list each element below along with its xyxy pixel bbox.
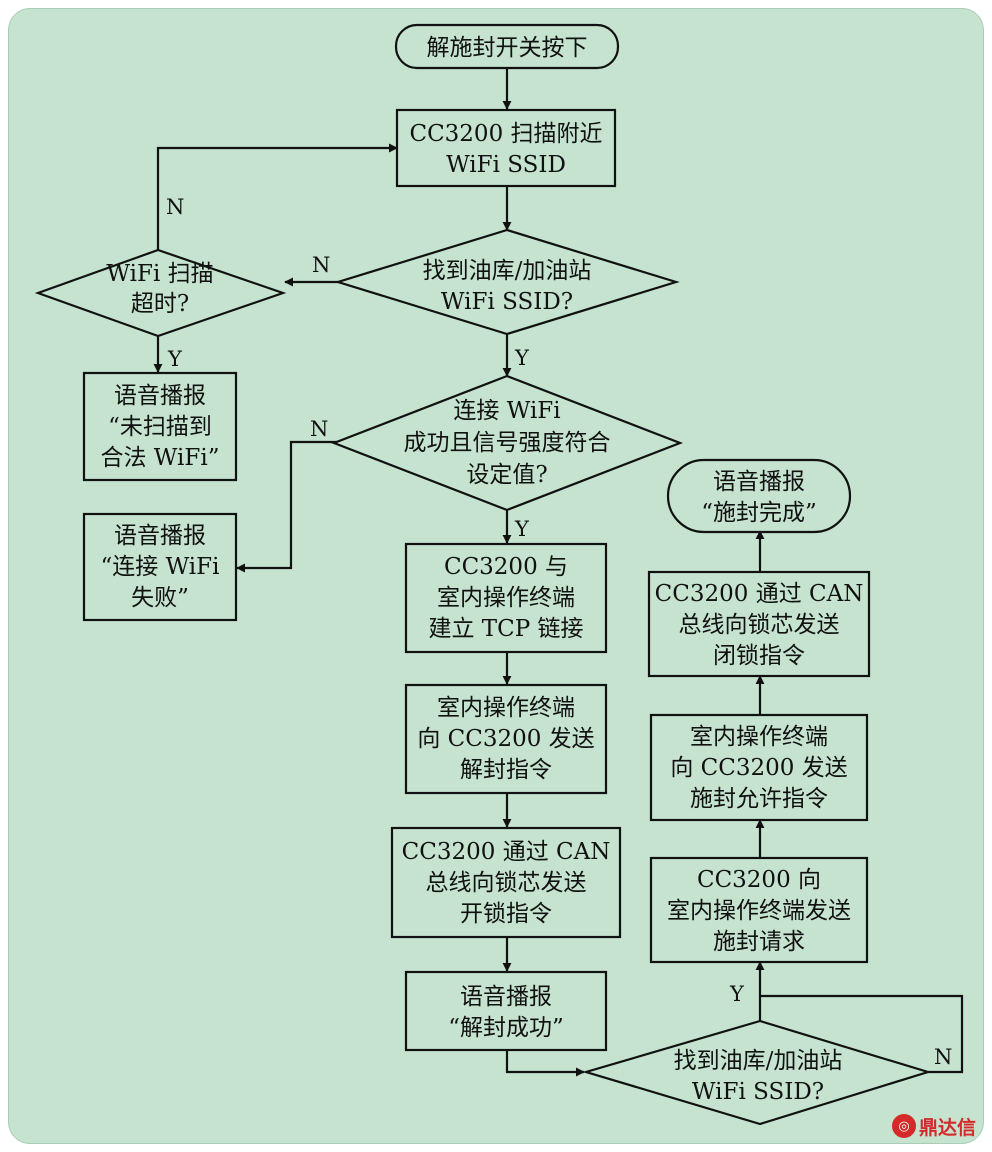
seal-permit-line2: 向 CC3200 发送 bbox=[670, 755, 847, 781]
start-node: 解施封开关按下 bbox=[394, 23, 620, 70]
voice-unseal-ok-process: 语音播报 “解封成功” bbox=[404, 970, 608, 1052]
label-no-connect: N bbox=[310, 417, 328, 441]
seal-permit-line1: 室内操作终端 bbox=[690, 724, 828, 750]
tcp-text-line3: 建立 TCP 链接 bbox=[428, 616, 583, 642]
find-ssid-decision-2: 找到油库/加油站 WiFi SSID? bbox=[582, 1019, 932, 1126]
unlock-text-line3: 开锁指令 bbox=[460, 901, 552, 927]
seal-request-line2: 室内操作终端发送 bbox=[667, 898, 851, 924]
lock-text-line1: CC3200 通过 CAN bbox=[655, 581, 864, 607]
label-no-find2: N bbox=[934, 1045, 952, 1069]
voice-connect-fail-line1: 语音播报 bbox=[114, 523, 206, 549]
seal-request-process: CC3200 向 室内操作终端发送 施封请求 bbox=[649, 856, 869, 964]
voice-unseal-ok-line2: “解封成功” bbox=[448, 1015, 564, 1041]
seal-permit-process: 室内操作终端 向 CC3200 发送 施封允许指令 bbox=[649, 713, 869, 822]
send-unseal-line2: 向 CC3200 发送 bbox=[417, 726, 594, 752]
scan-text-line2: WiFi SSID bbox=[446, 152, 566, 178]
seal-request-line1: CC3200 向 bbox=[697, 867, 821, 893]
seal-permit-line3: 施封允许指令 bbox=[690, 786, 828, 812]
end-text-line1: 语音播报 bbox=[713, 469, 805, 495]
seal-request-line3: 施封请求 bbox=[713, 929, 805, 955]
find2-text-line1: 找到油库/加油站 bbox=[674, 1048, 843, 1074]
lock-text-line3: 闭锁指令 bbox=[713, 643, 805, 669]
find1-text-line2: WiFi SSID? bbox=[441, 289, 573, 315]
edge-find2-loop bbox=[760, 994, 964, 1074]
voice-not-found-line2: “未扫描到 bbox=[108, 414, 212, 440]
lock-process: CC3200 通过 CAN 总线向锁芯发送 闭锁指令 bbox=[647, 570, 871, 678]
edge-timeout-scan bbox=[156, 143, 398, 250]
find-ssid-decision: 找到油库/加油站 WiFi SSID? bbox=[334, 228, 680, 336]
unlock-text-line2: 总线向锁芯发送 bbox=[426, 870, 587, 896]
find1-text-line1: 找到油库/加油站 bbox=[423, 258, 592, 284]
watermark-logo: ◎ 鼎达信 bbox=[892, 1112, 976, 1140]
label-yes-find1: Y bbox=[514, 346, 530, 370]
tcp-text-line1: CC3200 与 bbox=[444, 554, 568, 580]
unlock-process: CC3200 通过 CAN 总线向锁芯发送 开锁指令 bbox=[390, 826, 622, 939]
connect-wifi-decision: 连接 WiFi 成功且信号强度符合 设定值? bbox=[330, 374, 684, 512]
connect-text-line2: 成功且信号强度符合 bbox=[404, 430, 611, 456]
voice-not-found-line1: 语音播报 bbox=[114, 383, 206, 409]
unlock-text-line1: CC3200 通过 CAN bbox=[402, 839, 611, 865]
start-text: 解施封开关按下 bbox=[427, 35, 588, 61]
tcp-text-line2: 室内操作终端 bbox=[437, 585, 575, 611]
label-no-timeout-scan: N bbox=[166, 195, 184, 219]
label-yes-timeout: Y bbox=[167, 347, 183, 371]
voice-connect-fail-line2: “连接 WiFi bbox=[101, 554, 220, 580]
send-unseal-line1: 室内操作终端 bbox=[437, 695, 575, 721]
watermark-text: 鼎达信 bbox=[919, 1116, 977, 1139]
voice-not-found-line3: 合法 WiFi” bbox=[101, 445, 220, 471]
send-unseal-line3: 解封指令 bbox=[460, 757, 552, 783]
find2-text-line2: WiFi SSID? bbox=[692, 1079, 824, 1105]
send-unseal-process: 室内操作终端 向 CC3200 发送 解封指令 bbox=[404, 683, 608, 795]
scan-timeout-decision: WiFi 扫描 超时? bbox=[34, 248, 287, 338]
timeout-text-line1: WiFi 扫描 bbox=[106, 261, 213, 287]
voice-connect-fail-process: 语音播报 “连接 WiFi 失败” bbox=[82, 512, 238, 622]
connect-text-line1: 连接 WiFi bbox=[453, 398, 560, 424]
lock-text-line2: 总线向锁芯发送 bbox=[679, 612, 840, 638]
label-yes-find2: Y bbox=[729, 982, 745, 1006]
edge-voice-find2 bbox=[505, 1050, 585, 1077]
end-node: 语音播报 “施封完成” bbox=[666, 458, 852, 534]
tcp-link-process: CC3200 与 室内操作终端 建立 TCP 链接 bbox=[404, 542, 608, 654]
scan-text-line1: CC3200 扫描附近 bbox=[409, 121, 602, 147]
edge-connect-fail bbox=[236, 440, 340, 573]
voice-connect-fail-line3: 失败” bbox=[131, 585, 189, 611]
voice-unseal-ok-line1: 语音播报 bbox=[460, 984, 552, 1010]
label-yes-connect: Y bbox=[514, 517, 530, 541]
connect-text-line3: 设定值? bbox=[466, 462, 547, 488]
dingdaxin-logo-icon: ◎ bbox=[892, 1114, 916, 1138]
label-no-find1: N bbox=[312, 253, 330, 277]
end-text-line2: “施封完成” bbox=[701, 500, 817, 526]
voice-not-found-process: 语音播报 “未扫描到 合法 WiFi” bbox=[82, 371, 238, 482]
timeout-text-line2: 超时? bbox=[131, 291, 189, 317]
scan-process: CC3200 扫描附近 WiFi SSID bbox=[395, 108, 617, 188]
